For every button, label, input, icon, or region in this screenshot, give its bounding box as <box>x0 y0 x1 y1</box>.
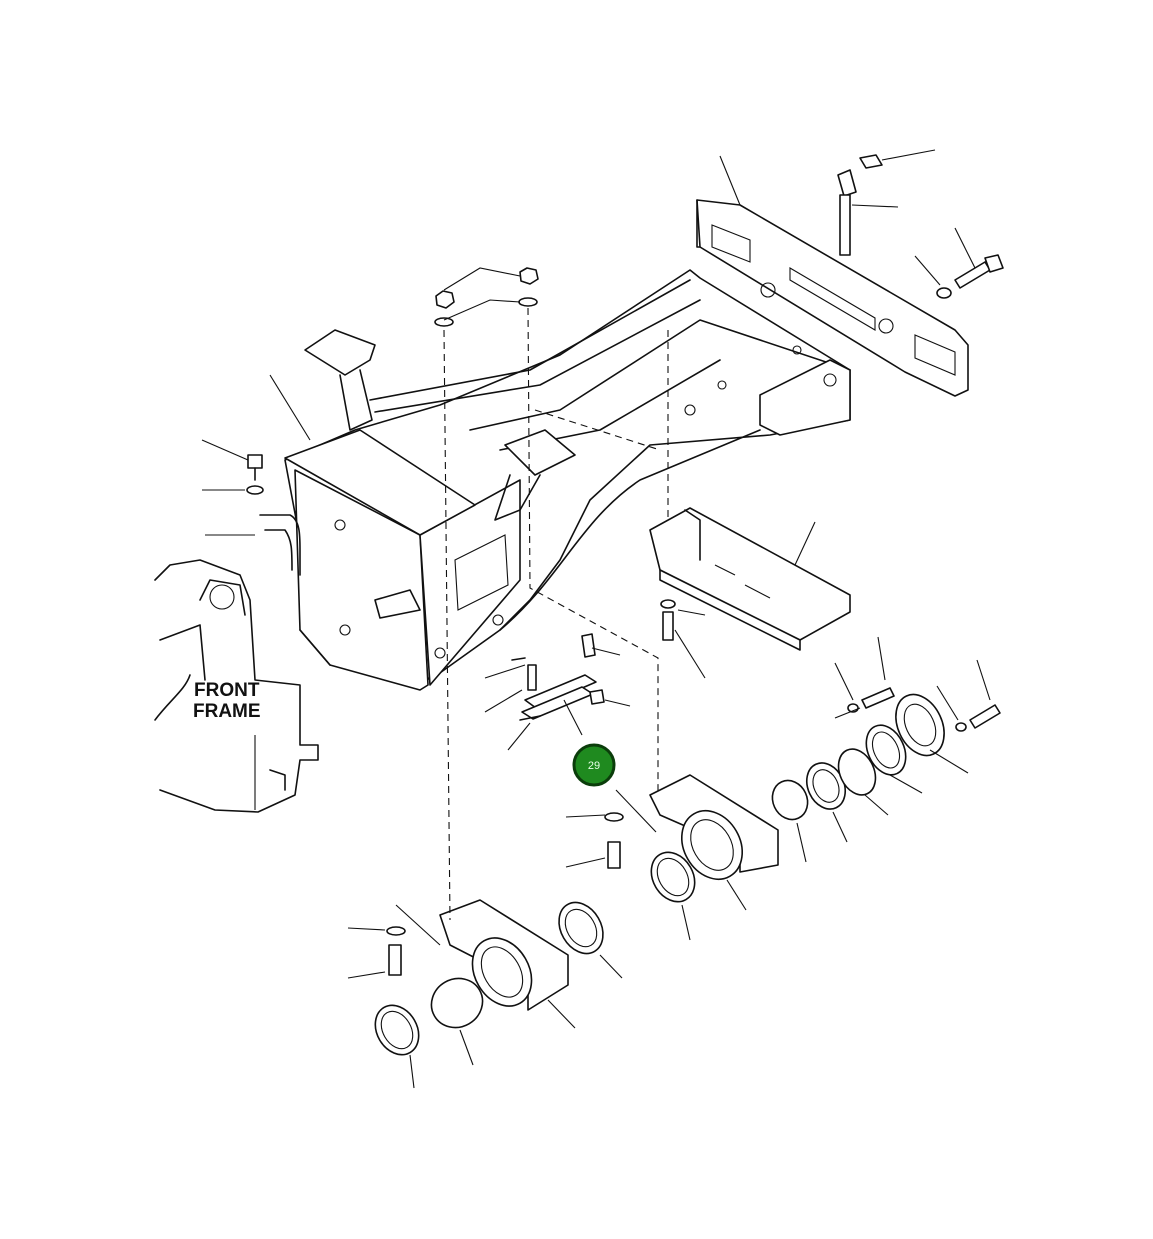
callout-29[interactable]: 29 <box>572 743 616 787</box>
front-frame: FRONT FRAME <box>154 559 319 813</box>
nut-icon <box>519 267 539 285</box>
counterweight <box>696 199 969 397</box>
bolt-icon <box>589 689 605 705</box>
support-bracket <box>649 507 851 651</box>
bolt-icon <box>954 261 991 289</box>
front-frame-label-line1: FRONT <box>194 680 260 701</box>
left-axle-support <box>374 812 624 1056</box>
assembly-guide-lines <box>395 307 669 946</box>
washer-icon <box>246 485 264 495</box>
counterweight-fasteners <box>837 154 1004 299</box>
pin-head-icon <box>837 169 857 197</box>
left-bolt-stack <box>246 454 421 619</box>
bolt-icon <box>859 154 883 169</box>
callout-number: 29 <box>588 760 600 772</box>
bolt-icon <box>247 454 263 469</box>
bolt-icon <box>662 611 674 641</box>
washer-icon <box>936 287 952 299</box>
nut-icon <box>435 290 455 309</box>
top-fasteners <box>434 267 539 327</box>
washer-icon <box>386 926 406 936</box>
right-axle-support <box>649 687 1001 903</box>
pin-icon <box>527 664 537 691</box>
callout-circle[interactable] <box>572 743 616 787</box>
support-bolt <box>660 599 676 641</box>
washer-icon <box>604 812 624 822</box>
washer-icon <box>955 722 967 732</box>
pin-icon <box>839 194 851 256</box>
center-link <box>511 633 605 721</box>
pin-icon <box>581 633 596 658</box>
rear-frame <box>284 269 851 691</box>
bolt-icon <box>388 944 402 976</box>
bolt-icon <box>607 841 621 869</box>
leader-lines <box>201 149 991 1089</box>
front-frame-label-line2: FRAME <box>193 701 261 722</box>
bolt-icon <box>861 687 895 709</box>
bolt-icon <box>969 704 1001 729</box>
washer-icon <box>660 599 676 609</box>
washer-icon <box>518 297 538 307</box>
washer-icon <box>434 317 454 327</box>
